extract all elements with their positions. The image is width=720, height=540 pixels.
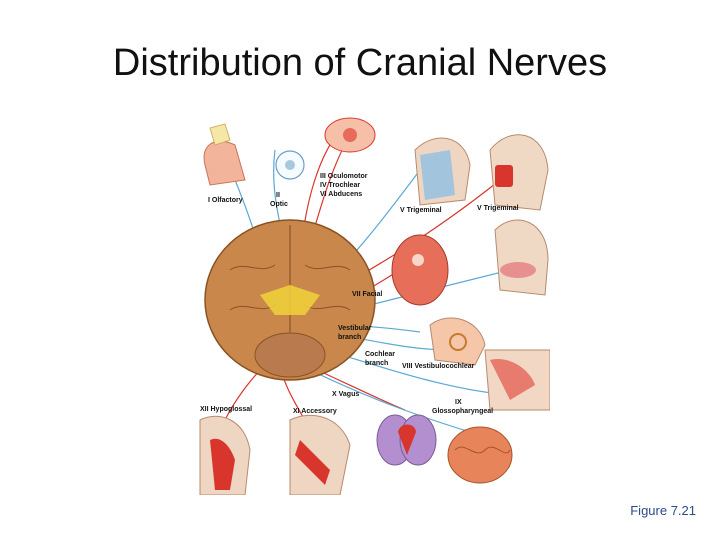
eye-illustration [275, 150, 305, 180]
label-trochlear: IV Trochlear [320, 182, 360, 189]
label-glossopharyngeal: Glossopharyngeal [432, 408, 493, 415]
label-optic-numeral: II [276, 192, 280, 199]
face-trigeminal-illustration [414, 137, 471, 206]
label-abducens: VI Abducens [320, 191, 362, 198]
eye-muscles-illustration [324, 117, 376, 153]
neck-hypoglossal-illustration [199, 415, 251, 495]
nerve-line-vagus-2 [299, 364, 481, 436]
label-trigeminal-a: V Trigeminal [400, 207, 442, 214]
label-glosso-numeral: IX [455, 399, 462, 406]
label-cochlear-branch: branch [365, 360, 388, 367]
label-facial: VII Facial [352, 291, 382, 298]
label-vestibular-branch: branch [338, 334, 361, 341]
heart-lungs-illustration [376, 414, 437, 466]
intestines-illustration [447, 426, 513, 484]
label-trigeminal-b: V Trigeminal [477, 205, 519, 212]
slide-title: Distribution of Cranial Nerves [112, 42, 608, 84]
cranial-nerves-diagram: I Olfactory II Optic III Oculomotor IV T… [199, 117, 550, 495]
label-accessory: XI Accessory [293, 408, 337, 415]
olfactory-nose-illustration [203, 123, 246, 186]
label-olfactory: I Olfactory [208, 197, 243, 204]
inner-ear-illustration [429, 317, 486, 366]
head-trigeminal-illustration [489, 134, 549, 211]
label-hypoglossal: XII Hypoglossal [200, 406, 252, 413]
label-vestibulocochlear: VIII Vestibulocochlear [402, 363, 475, 370]
brain-illustration [204, 219, 376, 381]
figure-label: Figure 7.21 [630, 503, 696, 518]
label-oculomotor: III Oculomotor [320, 173, 368, 180]
label-optic: Optic [270, 201, 288, 208]
label-vestibular: Vestibular [338, 325, 372, 332]
facial-muscles-illustration [391, 234, 449, 306]
label-cochlear: Cochlear [365, 351, 395, 358]
neck-accessory-illustration [289, 414, 351, 495]
label-vagus: X Vagus [332, 391, 359, 398]
head-tongue-illustration [494, 219, 549, 296]
throat-illustration [484, 349, 550, 411]
